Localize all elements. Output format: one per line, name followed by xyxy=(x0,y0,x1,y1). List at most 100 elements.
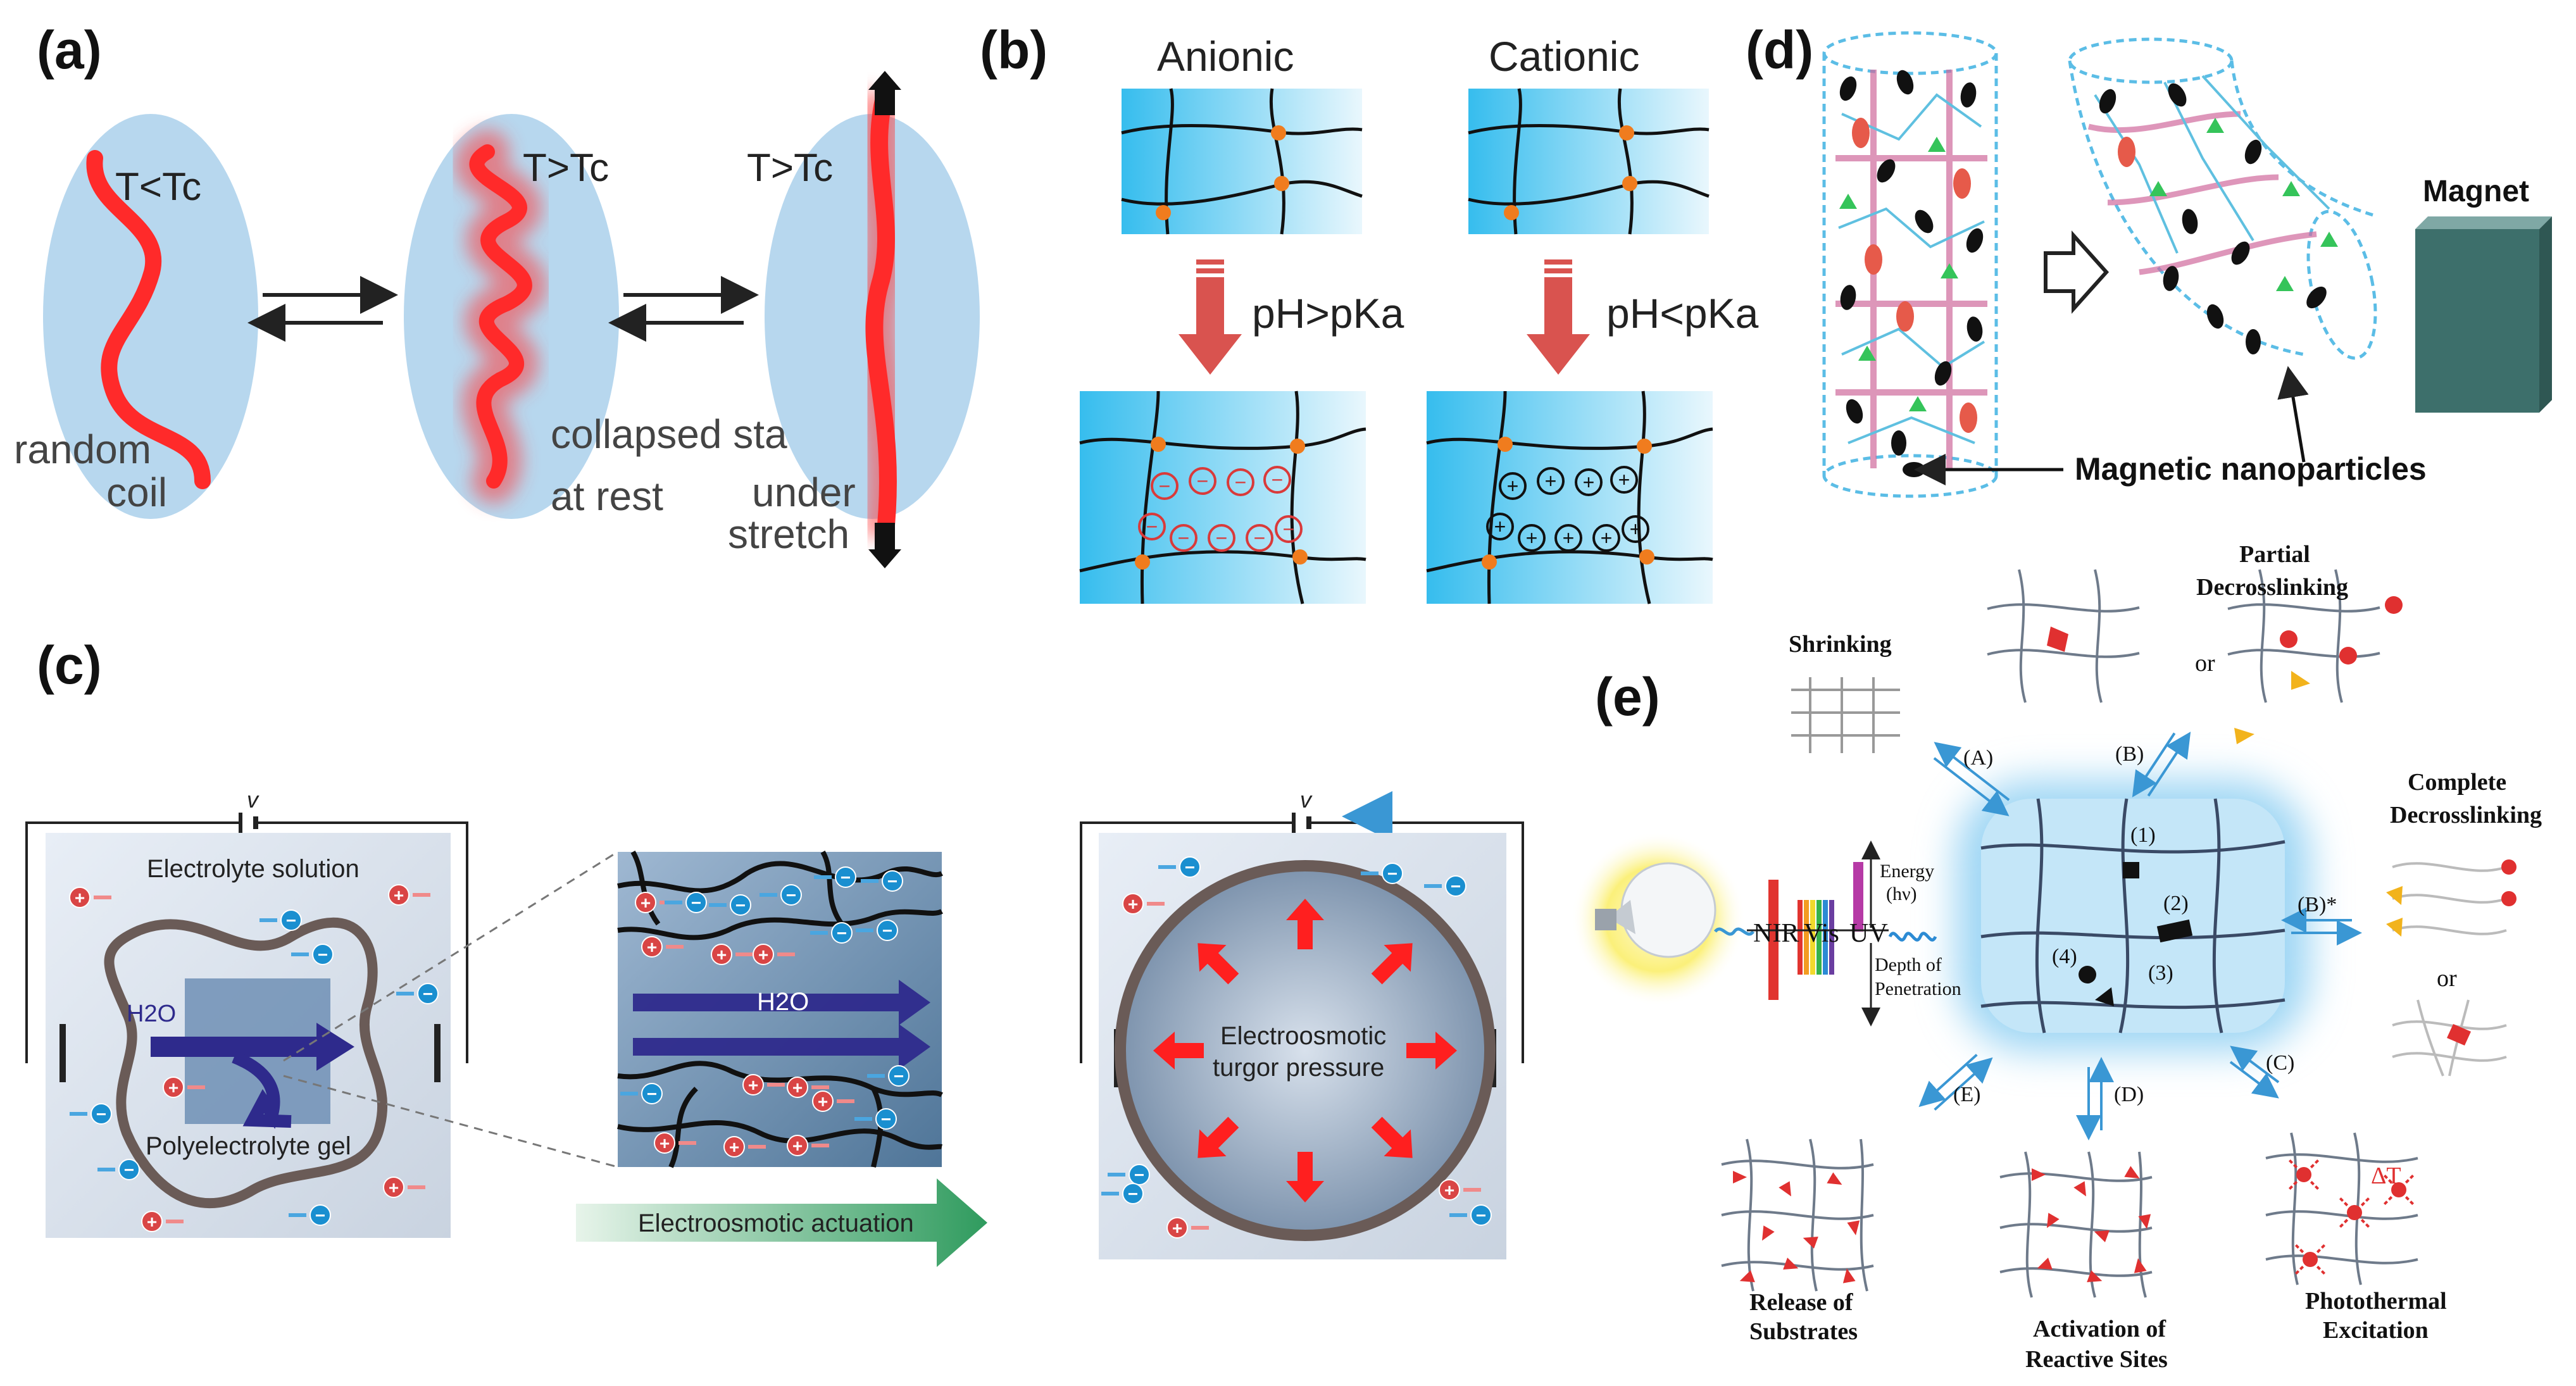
svg-text:+: + xyxy=(716,945,727,965)
spectrum-bars xyxy=(1747,862,1889,1000)
svg-text:+: + xyxy=(792,1136,803,1156)
substrate-marker xyxy=(1733,1171,1747,1183)
nanoparticle-marker xyxy=(1896,70,1914,95)
anion-icon: − xyxy=(1424,875,1466,897)
charge-symbol xyxy=(1170,524,1197,552)
charge-symbol xyxy=(1246,524,1273,552)
crosslink-marker xyxy=(1839,194,1857,209)
electrolyte-label: Electrolyte solution xyxy=(147,855,360,883)
nanoparticle-marker xyxy=(2206,304,2224,329)
bend-transition-arrow-icon xyxy=(2044,230,2110,314)
substrate-marker xyxy=(2047,1213,2060,1228)
uv-wave xyxy=(1888,932,1937,942)
anion-icon: − xyxy=(867,1065,910,1087)
cation-icon: + xyxy=(787,1077,829,1098)
charge-symbol xyxy=(1518,524,1546,552)
charge-symbol xyxy=(1592,524,1620,552)
svg-text:−: − xyxy=(318,945,328,965)
electroosmotic-actuation-arrow xyxy=(576,1178,987,1267)
cation-icon: + xyxy=(723,1136,766,1158)
pressure-arrow-icon xyxy=(1286,899,1324,949)
svg-text:−: − xyxy=(315,1206,325,1225)
polymer-marker xyxy=(1953,168,1971,199)
thermal-burst-icon xyxy=(2337,1196,2372,1230)
ions-left-box: ++−−−−++−+− xyxy=(69,884,439,1232)
nanoparticle-marker xyxy=(2182,209,2198,234)
anion-icon: − xyxy=(665,892,707,913)
substrate-marker xyxy=(2124,1166,2140,1178)
nanoparticle-marker xyxy=(2163,266,2179,291)
polymer-marker xyxy=(1852,118,1870,148)
nanoparticle-marker xyxy=(2168,83,2187,107)
crosslink-marker xyxy=(2276,276,2294,291)
pressure-arrow-icon xyxy=(1406,1032,1457,1070)
svg-text:−: − xyxy=(894,1066,904,1086)
substrate-marker xyxy=(2094,1230,2110,1242)
charge-text: + xyxy=(1583,471,1595,494)
charge-text: + xyxy=(1545,470,1557,492)
cationic-ph-condition: pH<pKa xyxy=(1606,290,1759,337)
svg-text:−: − xyxy=(887,871,897,891)
svg-text:−: − xyxy=(691,893,701,913)
pathway-arrow xyxy=(2230,1046,2280,1083)
charge-text: − xyxy=(1254,527,1266,549)
cation-icon: + xyxy=(711,944,753,965)
release-substrate-markers xyxy=(1733,1171,1860,1283)
photothermal-label-line1: Photothermal xyxy=(2305,1288,2447,1314)
cationic-network-swollen xyxy=(1468,88,1710,235)
ions-zoom-box: +−−−−−+++−−−+++−+++− xyxy=(620,866,910,1158)
activation-label-line2: Reactive Sites xyxy=(2025,1346,2168,1373)
site-1-label: (1) xyxy=(2130,823,2156,847)
partial-decrosslink-network-1 xyxy=(1987,569,2140,703)
nanoparticle-marker xyxy=(1877,159,1896,183)
partial-or-label: or xyxy=(2195,650,2215,677)
svg-text:−: − xyxy=(881,1109,891,1129)
substrate-marker xyxy=(2037,1258,2053,1270)
svg-text:−: − xyxy=(286,911,296,930)
crosslink-marker xyxy=(2320,232,2338,247)
magnetic-nanoparticles-label: Magnetic nanoparticles xyxy=(2075,451,2427,487)
anion-icon: − xyxy=(760,884,802,906)
thermal-burst-icon xyxy=(2293,1242,2327,1277)
pathway-arrow xyxy=(2229,1061,2279,1099)
charge-text: − xyxy=(1159,475,1171,497)
charge-text: − xyxy=(1197,470,1209,492)
zoom-guide-top xyxy=(283,851,618,1062)
anion-charges: −−−−−−−−− xyxy=(1138,466,1303,552)
voltage-label-left: v xyxy=(247,787,259,813)
panel-e: (e) (1) (2) (3) (4) xyxy=(1571,541,2542,1373)
cation-icon: + xyxy=(753,944,795,965)
svg-text:−: − xyxy=(837,923,847,943)
charge-symbol xyxy=(1622,515,1649,543)
state3-desc-line2: stretch xyxy=(728,511,849,557)
state2-temperature: T>Tc xyxy=(523,146,609,190)
nanoparticle-marker xyxy=(1966,316,1983,342)
charge-symbol xyxy=(1151,472,1179,500)
svg-text:−: − xyxy=(124,1160,134,1180)
cation-charges: +++++++++ xyxy=(1486,466,1649,552)
svg-text:+: + xyxy=(1444,1180,1454,1200)
panel-e-label: (e) xyxy=(1595,667,1660,727)
nanoparticle-marker xyxy=(1966,228,1984,253)
turgor-pressure-arrows xyxy=(1153,899,1457,1202)
magnet-block xyxy=(2415,216,2552,413)
anion-icon: − xyxy=(814,866,856,888)
svg-text:−: − xyxy=(1185,858,1195,877)
ions-right-box: +−−−−+−+− xyxy=(1101,856,1492,1239)
water-flow-arrow xyxy=(151,1023,354,1071)
svg-text:−: − xyxy=(96,1104,106,1124)
electrode-left-1 xyxy=(59,1024,66,1082)
svg-text:+: + xyxy=(792,1078,803,1097)
nanoparticle-marker xyxy=(1839,76,1857,101)
crosslink-marker xyxy=(1941,263,1958,278)
substrate-marker xyxy=(2134,1258,2147,1273)
svg-text:−: − xyxy=(1134,1165,1144,1185)
partial-decrosslinking-line2: Decrosslinking xyxy=(2196,574,2348,601)
pressure-arrow-icon xyxy=(1153,1032,1204,1070)
release-label-line1: Release of xyxy=(1749,1289,1854,1316)
charge-text: + xyxy=(1507,475,1519,497)
state3-temperature: T>Tc xyxy=(747,146,833,190)
anion-icon: − xyxy=(856,920,898,941)
pathway-arrow xyxy=(2132,732,2176,797)
charge-symbol xyxy=(1263,466,1291,494)
